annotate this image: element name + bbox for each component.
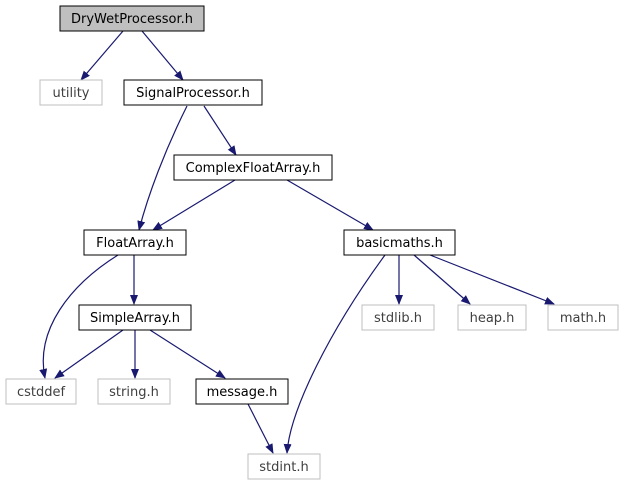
node-label-heap: heap.h	[470, 311, 515, 326]
node-cstddef: cstddef	[5, 378, 77, 405]
node-label-floatarray: FloatArray.h	[96, 236, 174, 251]
node-label-stdint: stdint.h	[259, 460, 308, 475]
node-label-drywet: DryWetProcessor.h	[71, 12, 193, 27]
node-complexfloat[interactable]: ComplexFloatArray.h	[173, 154, 333, 181]
edge-simplearray-message	[149, 329, 226, 379]
edges	[39, 30, 555, 454]
node-stdint: stdint.h	[247, 453, 321, 480]
node-label-string: string.h	[109, 385, 159, 400]
edge-basicmaths-stdint	[283, 254, 386, 454]
node-drywet[interactable]: DryWetProcessor.h	[59, 5, 205, 32]
node-heap: heap.h	[457, 304, 527, 331]
edge-floatarray-cstddef	[39, 254, 119, 379]
node-basicmaths[interactable]: basicmaths.h	[343, 229, 456, 256]
node-label-simplearray: SimpleArray.h	[90, 311, 180, 326]
node-floatarray[interactable]: FloatArray.h	[83, 229, 187, 256]
node-label-basicmaths: basicmaths.h	[356, 236, 443, 251]
edge-complexfloat-basicmaths	[286, 179, 374, 231]
edge-basicmaths-heap	[413, 254, 471, 305]
edge-basicmaths-math	[429, 254, 555, 305]
edge-simplearray-cstddef	[54, 329, 124, 379]
edge-message-stdint	[247, 403, 274, 454]
node-stdlib: stdlib.h	[361, 304, 435, 331]
node-utility: utility	[39, 79, 103, 106]
node-label-signalproc: SignalProcessor.h	[136, 86, 250, 101]
node-simplearray[interactable]: SimpleArray.h	[78, 304, 192, 331]
node-label-math: math.h	[560, 311, 606, 326]
edge-drywet-utility	[80, 30, 124, 81]
node-message[interactable]: message.h	[195, 378, 289, 405]
node-label-message: message.h	[207, 385, 278, 400]
node-math: math.h	[547, 304, 619, 331]
edge-complexfloat-floatarray	[152, 179, 236, 231]
node-label-stdlib: stdlib.h	[374, 311, 422, 326]
edge-drywet-signalproc	[141, 30, 184, 81]
edge-signalproc-complexfloat	[203, 105, 237, 156]
node-label-complexfloat: ComplexFloatArray.h	[186, 161, 321, 176]
edge-signalproc-floatarray	[137, 105, 188, 231]
node-signalproc[interactable]: SignalProcessor.h	[123, 79, 263, 106]
node-label-utility: utility	[53, 86, 90, 101]
node-label-cstddef: cstddef	[17, 385, 66, 400]
node-string: string.h	[97, 378, 171, 405]
